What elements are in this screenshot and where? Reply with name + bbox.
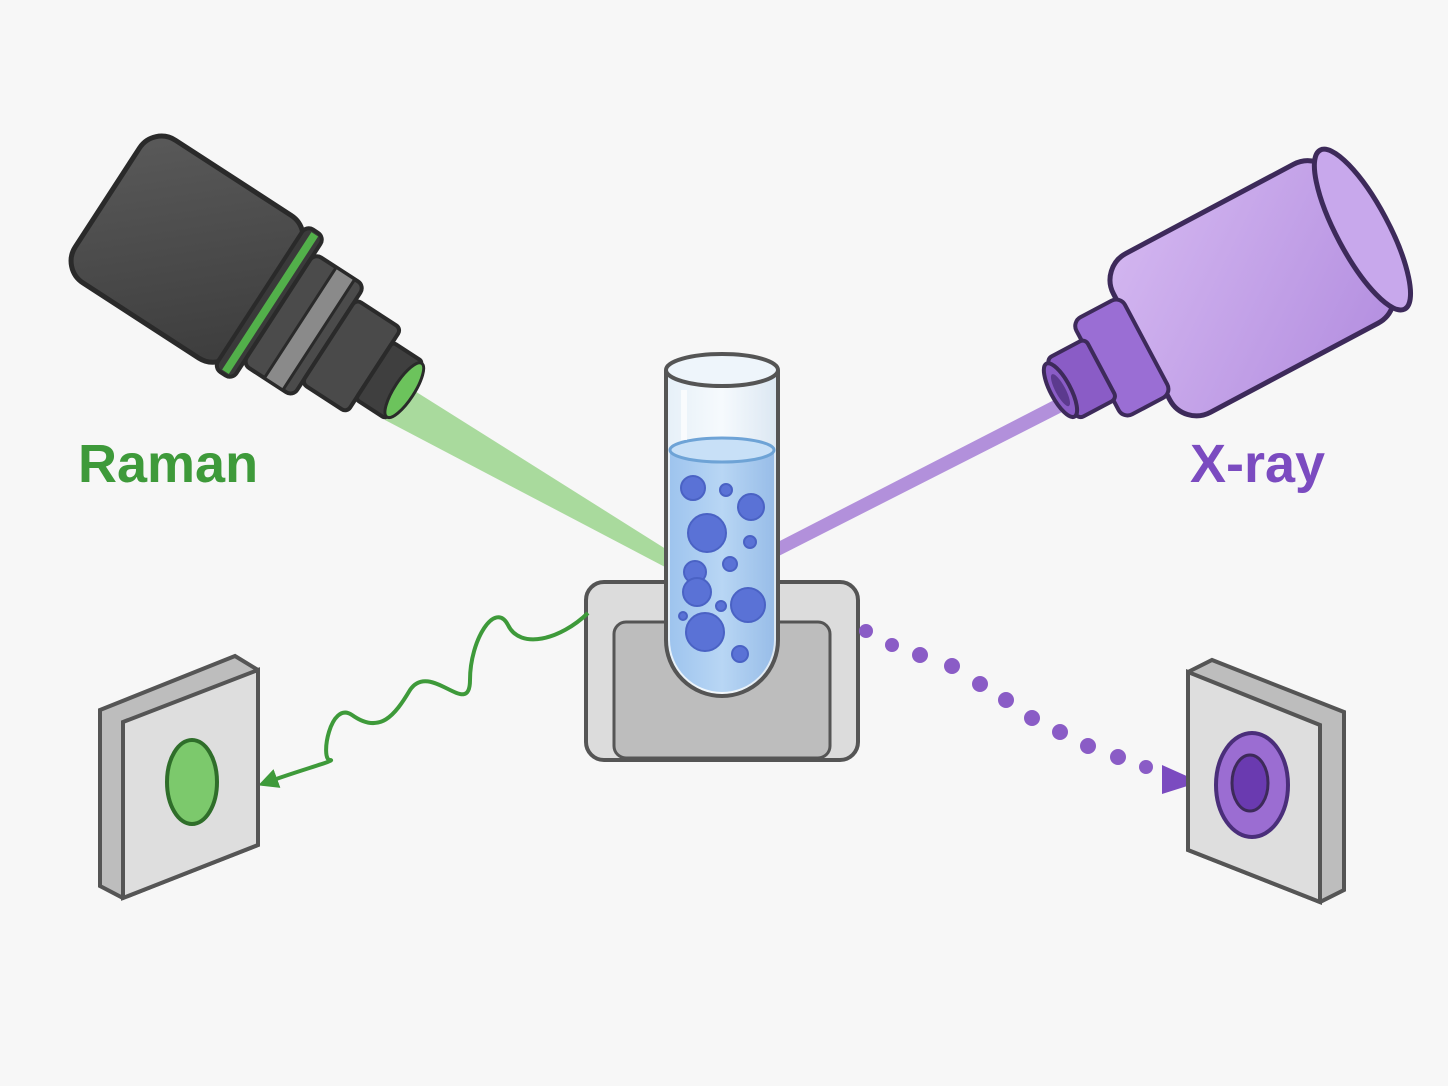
sample-particles [678,475,766,663]
xray-beam [700,398,1070,592]
raman-scatter-wave [258,611,590,788]
raman-detector-spot [165,738,219,826]
test-tube-icon [664,352,780,698]
xray-detector-plate [1186,657,1346,905]
raman-label: Raman [78,434,258,494]
laser-objective-icon [68,133,426,420]
raman-detector-plate [98,653,260,901]
xray-tube-icon [1041,146,1414,420]
xray-label: X-ray [1190,434,1325,494]
xray-scatter-dots [859,624,1153,774]
xray-detector-spot [1230,753,1270,813]
xray-scatter-arrowhead [1162,765,1200,794]
raman-beam [385,383,712,588]
